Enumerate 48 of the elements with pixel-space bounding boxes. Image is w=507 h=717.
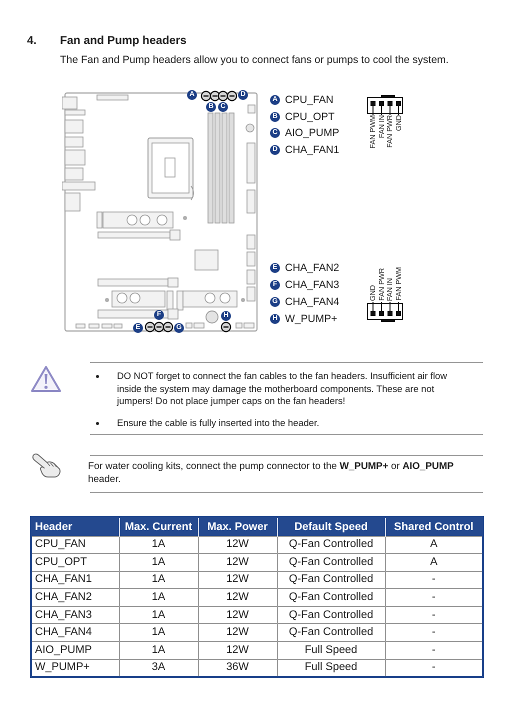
table-cell: A	[385, 536, 483, 554]
table-cell: 12W	[198, 624, 277, 642]
table-cell: 12W	[198, 588, 277, 606]
table-cell: 12W	[198, 571, 277, 589]
table-cell: Q-Fan Controlled	[277, 536, 385, 554]
fan-header-name: CHA_FAN2	[285, 262, 340, 274]
note-text: For water cooling kits, connect the pump connector to the W_PUMP+ or AIO_PUMP header.	[88, 461, 455, 486]
table-cell: CPU_FAN	[31, 536, 119, 554]
table-cell: 1A	[119, 642, 198, 660]
warning-text: DO NOT forget to connect the fan cables to the fan headers. Insufficient air flow inside the system may damage the motherboard components. These are not jumpers! Do not place jumper caps on the fan headers!	[117, 370, 448, 408]
table-cell: Q-Fan Controlled	[277, 571, 385, 589]
table-cell: CHA_FAN1	[31, 571, 119, 589]
table-cell: Full Speed	[277, 642, 385, 660]
fan-header-name: CPU_OPT	[285, 111, 335, 123]
fan-header-name: AIO_PUMP	[285, 127, 340, 139]
fan-header-name: CPU_FAN	[285, 94, 334, 106]
table-cell: CPU_OPT	[31, 554, 119, 572]
fan-header-name: CHA_FAN4	[285, 296, 340, 308]
table-cell: CHA_FAN4	[31, 624, 119, 642]
warning-text: Ensure the cable is fully inserted into the header.	[117, 417, 320, 430]
table-header: Max. Current	[119, 517, 198, 536]
section-number: 4.	[27, 35, 37, 47]
table-cell: Q-Fan Controlled	[277, 554, 385, 572]
fan-header-name: W_PUMP+	[285, 313, 338, 325]
intro-text: The Fan and Pump headers allow you to connect fans or pumps to cool the system.	[60, 54, 449, 66]
fan-header-name: CHA_FAN3	[285, 279, 340, 291]
section-title: Fan and Pump headers	[60, 35, 187, 47]
table-cell: CHA_FAN2	[31, 588, 119, 606]
table-cell: 1A	[119, 624, 198, 642]
table-cell: 1A	[119, 571, 198, 589]
table-cell: 1A	[119, 554, 198, 572]
table-cell: Q-Fan Controlled	[277, 588, 385, 606]
table-cell: Q-Fan Controlled	[277, 624, 385, 642]
table-cell: 12W	[198, 536, 277, 554]
table-cell: CHA_FAN3	[31, 606, 119, 624]
table-header: Header	[31, 517, 119, 536]
table-cell: 12W	[198, 642, 277, 660]
fan-header-name: CHA_FAN1	[285, 144, 340, 156]
table-cell: AIO_PUMP	[31, 642, 119, 660]
table-cell: 12W	[198, 554, 277, 572]
table-header: Default Speed	[277, 517, 385, 536]
table-cell: 1A	[119, 606, 198, 624]
table-cell: 12W	[198, 606, 277, 624]
table-cell: 1A	[119, 536, 198, 554]
table-cell: Q-Fan Controlled	[277, 606, 385, 624]
table-header: Shared Control	[385, 517, 483, 536]
table-cell: 1A	[119, 588, 198, 606]
table-header: Max. Power	[198, 517, 277, 536]
